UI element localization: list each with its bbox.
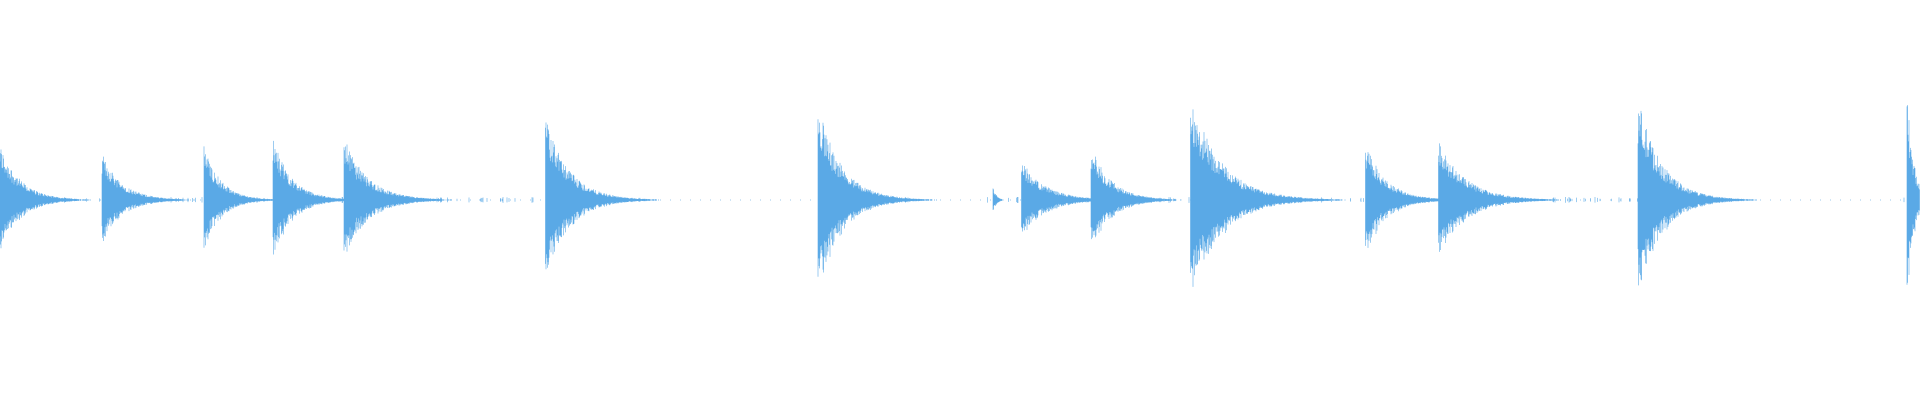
waveform-trace (0, 105, 1920, 287)
